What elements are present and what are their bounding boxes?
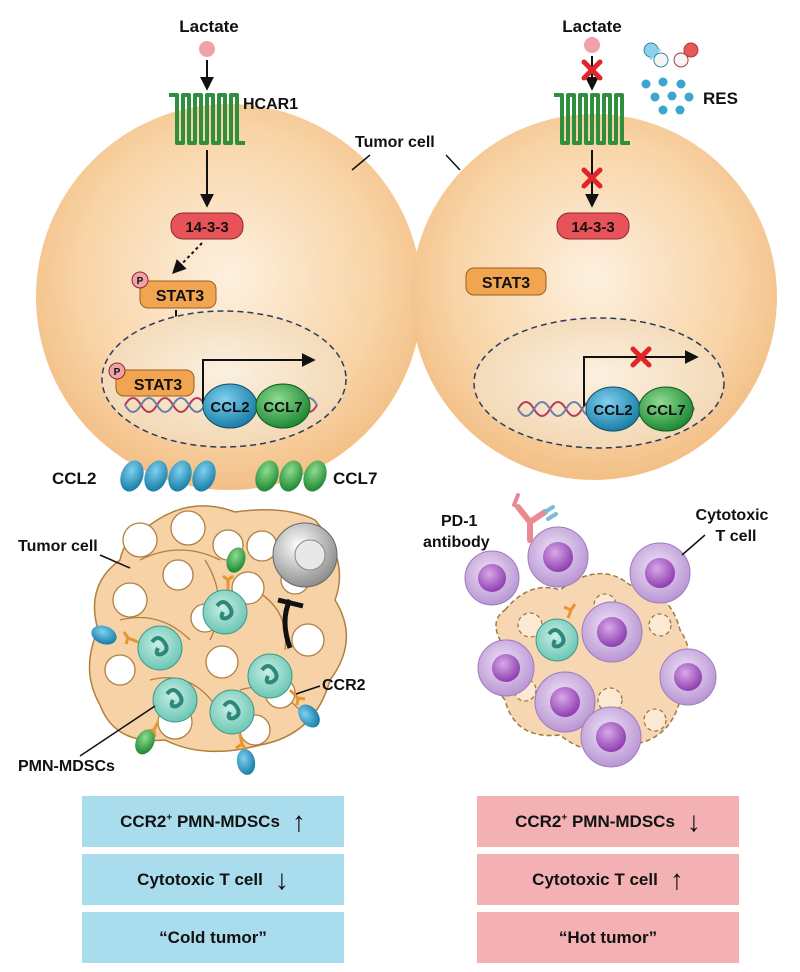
ccr2-leader — [295, 685, 321, 695]
gray-tcell — [272, 522, 338, 588]
right-lactate-label: Lactate — [562, 17, 622, 36]
res-capsule-icon — [643, 42, 699, 68]
secreted-ccl2-molecules — [120, 460, 216, 492]
right-ccl7-gene — [638, 386, 694, 432]
right-stat3-label: STAT3 — [482, 275, 530, 292]
cytotoxic-tcell-label-line2: T cell — [716, 528, 757, 545]
cytotoxic-tcell-label-line1: Cytotoxic — [696, 507, 769, 524]
cold-tumor-cell-label: Tumor cell — [18, 538, 98, 555]
cold-mdsc-summary-box: CCR2+ PMN-MDSCs ↑ — [82, 796, 344, 847]
right-14-3-3-box — [556, 212, 630, 240]
right-14-3-3-label: 14-3-3 — [571, 219, 614, 236]
left-ccl7-gene — [255, 383, 311, 429]
hot-mdsc-cell — [535, 603, 579, 662]
mdsc-cells — [137, 589, 293, 735]
cold-tcell-summary-box: Cytotoxic T cell ↓ — [82, 854, 344, 905]
right-lactate-dot — [584, 37, 600, 53]
tumor-cell-label: Tumor cell — [355, 134, 435, 151]
cold-tumor-cell-leader — [99, 554, 131, 569]
pmn-mdsc-label: PMN-MDSCs — [18, 758, 115, 775]
right-stat3-box — [465, 267, 547, 296]
right-nucleus — [473, 317, 725, 449]
left-stat3-box — [139, 280, 217, 309]
cold-tcell-text: Cytotoxic T cell — [137, 869, 263, 889]
up-arrow-icon: ↑ — [669, 863, 684, 895]
pd-1-antibody-icon — [512, 493, 558, 543]
down-arrow-icon: ↓ — [686, 805, 701, 837]
tumor-cell-leader-left — [351, 154, 371, 171]
secreted-ccl2-label: CCL2 — [52, 469, 96, 488]
left-nuclear-stat3-box — [115, 369, 195, 397]
bound-chemokines — [91, 547, 320, 775]
left-14-3-3-label: 14-3-3 — [185, 219, 228, 236]
cold-tumor-summary-box: “Cold tumor” — [82, 912, 344, 963]
secreted-ccl7-label: CCL7 — [333, 469, 377, 488]
left-stat3-label: STAT3 — [156, 288, 204, 305]
res-label: RES — [703, 89, 738, 108]
suppression-bar — [277, 597, 304, 609]
pd-1-antibody-label-line1: PD-1 — [441, 513, 478, 530]
left-nuclear-phospho-label: P — [114, 367, 121, 378]
left-phospho-label: P — [137, 276, 144, 287]
res-pills-icon — [641, 77, 694, 115]
cytotoxic-tcell-leader — [681, 534, 706, 556]
tumor-cell-leader-right — [445, 154, 461, 171]
left-nuclear-stat3-label: STAT3 — [134, 377, 182, 394]
right-ccl2-gene-label: CCL2 — [593, 402, 632, 419]
left-dotted-arrow — [172, 242, 203, 275]
ccr2-receptors — [122, 574, 306, 751]
left-transcription-arrow — [202, 353, 316, 404]
down-arrow-icon: ↓ — [274, 863, 289, 895]
left-ccl7-gene-label: CCL7 — [263, 399, 302, 416]
hot-tcell-text: Cytotoxic T cell — [532, 869, 658, 889]
left-nuclear-phospho-dot — [108, 362, 126, 380]
left-ccl2-gene-label: CCL2 — [210, 399, 249, 416]
hot-mdsc-summary-box: CCR2+ PMN-MDSCs ↓ — [477, 796, 739, 847]
hot-mdsc-text: CCR2+ PMN-MDSCs — [515, 811, 675, 831]
pmn-mdsc-leader — [79, 705, 156, 757]
pd-1-antibody-label-line2: antibody — [423, 534, 490, 551]
left-lactate-dot — [199, 41, 215, 57]
hot-tumor-text: “Hot tumor” — [558, 927, 658, 947]
cytotoxic-tcells — [464, 526, 717, 768]
cold-mdsc-text: CCR2+ PMN-MDSCs — [120, 811, 280, 831]
left-phospho-dot — [131, 271, 149, 289]
hot-tumor-summary-box: “Hot tumor” — [477, 912, 739, 963]
cold-tumor-text: “Cold tumor” — [159, 927, 267, 947]
hot-tcell-summary-box: Cytotoxic T cell ↑ — [477, 854, 739, 905]
up-arrow-icon: ↑ — [291, 805, 306, 837]
left-14-3-3-box — [170, 212, 244, 240]
secreted-ccl7-molecules — [255, 460, 327, 492]
left-lactate-label: Lactate — [179, 17, 239, 36]
right-transcription-arrow — [583, 350, 699, 406]
right-ccl7-gene-label: CCL7 — [646, 402, 685, 419]
ccr2-label: CCR2 — [322, 677, 366, 694]
left-hcar1-label: HCAR1 — [243, 96, 298, 113]
